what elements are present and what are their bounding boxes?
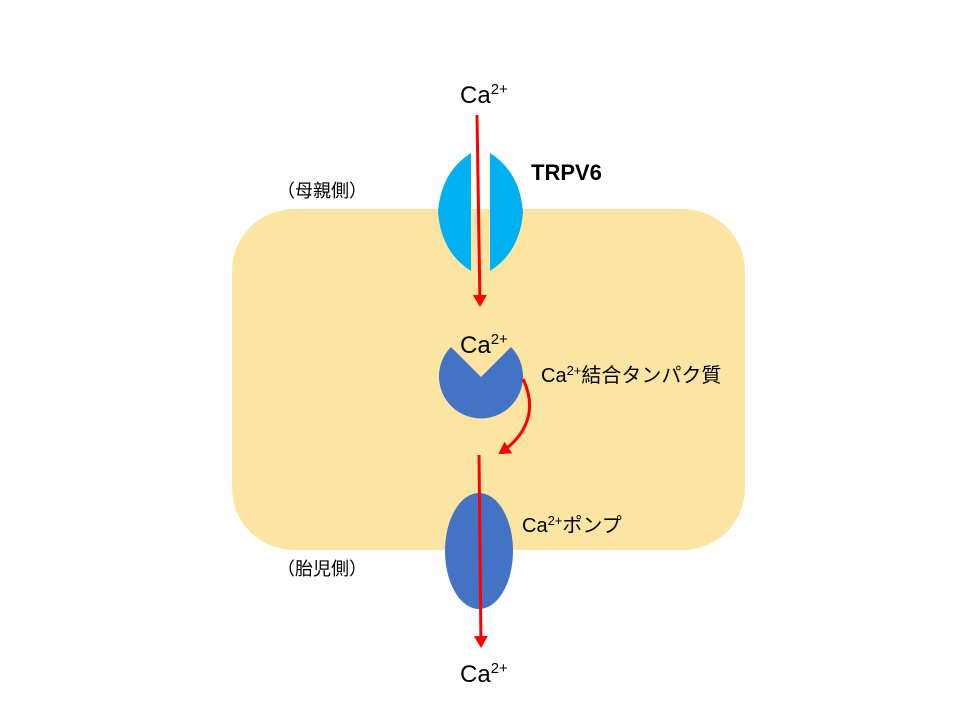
- fetal-side-label: （胎児側）: [277, 559, 367, 579]
- trpv6-left-half: [438, 153, 471, 271]
- binding-protein-label: Ca2+結合タンパク質: [541, 363, 721, 387]
- ion-label-bottom: Ca2+: [460, 660, 508, 688]
- efflux-arrow: [473, 454, 488, 648]
- ion-label-middle: Ca2+: [460, 331, 508, 359]
- trpv6-label: TRPV6: [531, 160, 602, 185]
- transfer-arrow: [498, 378, 532, 455]
- maternal-side-label: （母親側）: [277, 181, 367, 201]
- calcium-binding-protein-icon: [439, 347, 523, 419]
- trpv6-channel-icon: [438, 153, 523, 271]
- ion-label-top: Ca2+: [460, 81, 508, 109]
- influx-arrow: [472, 114, 487, 307]
- pump-label: Ca2+ポンプ: [522, 513, 622, 537]
- trpv6-right-half: [490, 153, 523, 271]
